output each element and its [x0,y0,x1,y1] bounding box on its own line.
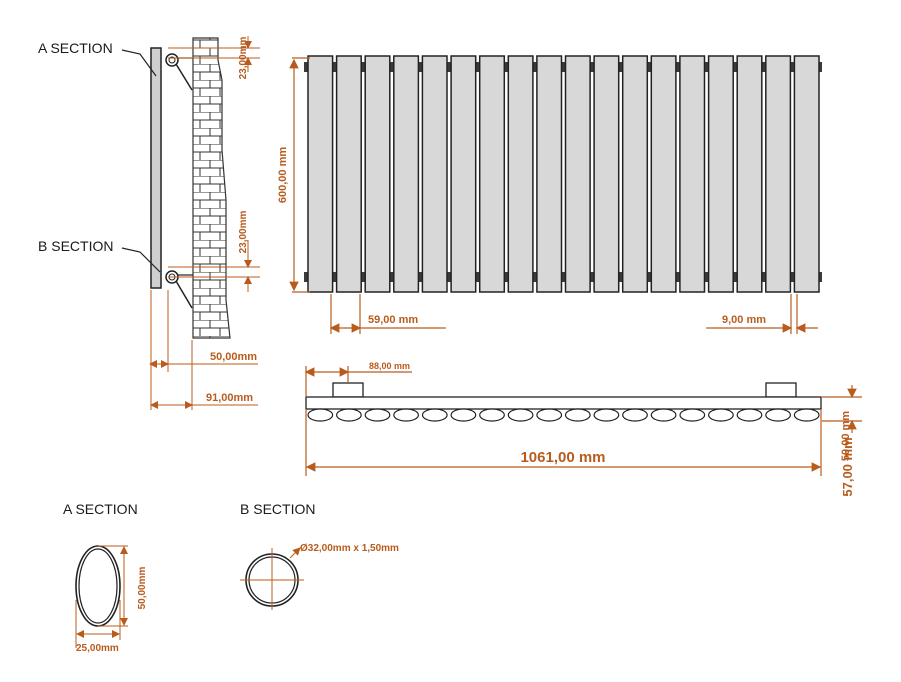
bottom-header [304,272,822,282]
column-oval [564,408,591,422]
column-oval [479,408,505,422]
b-section-side-label: B SECTION [38,238,113,254]
column-oval [736,408,763,422]
top-depth-dim: 50,00 mm [840,411,852,461]
brick-wall [192,37,231,339]
radiator-column [736,55,763,293]
b-section-detail-title: B SECTION [240,501,315,517]
column-oval [536,408,563,422]
front-view: 600,00 mm 59,00 mm 9,00 mm [277,55,822,334]
top-view: 88,00 mm 1061,00 mm 50,00 mm 57,00 mm [304,361,862,497]
column-oval [650,408,677,422]
column-oval [679,408,706,422]
radiator-columns [307,55,820,293]
top-gap-dim: 23,00mm [238,36,249,79]
radiator-column [650,55,677,293]
top-bracket [165,53,193,91]
total-depth-dim: 91,00mm [206,392,253,404]
top-header [304,62,822,72]
side-view: A SECTION B SECTION 23,00mm 23,00mm 50,0… [38,36,260,410]
radiator-column [335,55,362,293]
width-dim: 1061,00 mm [520,449,605,466]
radiator-column [536,55,563,293]
column-oval [336,408,362,422]
b-section-pipe-dim: Ø32,00mm x 1,50mm [300,543,399,554]
top-bar [305,396,822,410]
wall-depth-dim: 50,00mm [210,351,257,363]
column-oval [307,408,334,422]
column-oval [765,408,791,422]
column-oval [507,408,534,422]
column-oval [793,408,820,422]
bottom-depth-dim: 57,00 mm [840,437,855,496]
section-details: A SECTION B SECTION 50,00mm 25,00mm Ø32,… [63,501,399,654]
radiator-column [421,55,448,293]
bottom-gap-dim: 23,00mm [238,210,249,253]
radiator-column [765,55,792,293]
column-oval [450,408,477,422]
radiator-column [593,55,620,293]
radiator-column [393,55,420,293]
a-section-side-label: A SECTION [38,40,113,56]
radiator-column [507,55,534,293]
column-pitch-dim: 59,00 mm [368,314,418,326]
a-section-profile [75,545,121,627]
a-section-width-dim: 25,00mm [76,643,119,654]
column-oval [622,408,648,422]
radiator-column [679,55,706,293]
bracket-offset-dim: 88,00 mm [369,361,410,371]
a-section-detail-title: A SECTION [63,501,138,517]
column-oval [593,408,620,422]
column-oval [393,408,420,422]
radiator-column [450,55,477,293]
radiator-column [478,55,506,293]
column-oval [421,408,448,422]
radiator-column [793,55,820,293]
side-panel [150,47,162,289]
left-bracket-block [332,382,364,398]
radiator-column [707,55,734,293]
radiator-column [564,55,591,293]
radiator-column [621,55,649,293]
column-gap-dim: 9,00 mm [722,314,766,326]
column-oval [364,408,391,422]
column-ovals [307,408,820,422]
radiator-column [307,55,334,293]
right-bracket-block [765,382,797,398]
radiator-column [364,55,391,293]
a-section-height-dim: 50,00mm [137,566,148,609]
column-oval [708,408,734,422]
height-dim: 600,00 mm [277,147,289,203]
